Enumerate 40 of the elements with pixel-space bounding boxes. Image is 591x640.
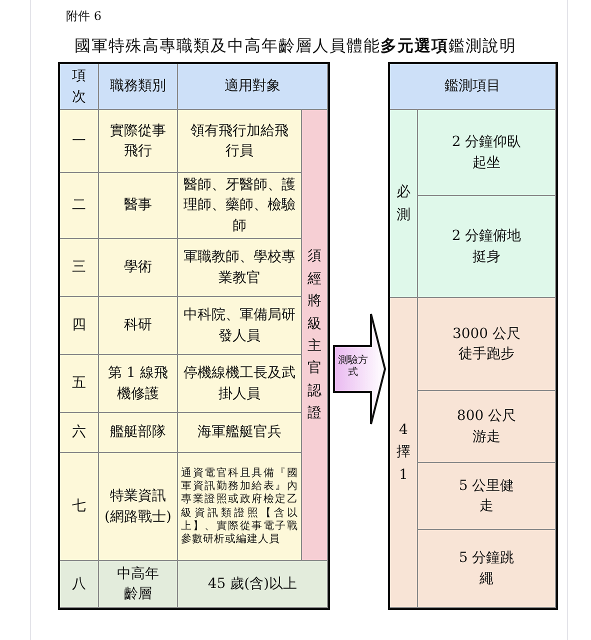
test-item-cell: 800 公尺游走 (418, 391, 556, 463)
category-cell: 實際從事飛行 (99, 110, 178, 173)
target-cell: 醫師、牙醫師、護理師、藥師、檢驗師 (178, 173, 302, 239)
header-cell: 鑑測項目 (390, 64, 556, 110)
row-number: 七 (60, 453, 99, 561)
row-number: 二 (60, 173, 99, 239)
category-cell: 中高年齡層 (99, 561, 178, 608)
test-item-cell: 3000 公尺徒手跑步 (418, 298, 556, 391)
category-cell: 特業資訊(網路戰士) (99, 453, 178, 561)
header-cell: 職務類別 (99, 64, 178, 110)
category-cell: 醫事 (99, 173, 178, 239)
target-cell: 軍職教師、學校專業教官 (178, 239, 302, 297)
row-number: 四 (60, 297, 99, 355)
target-cell: 45 歲(含)以上 (178, 561, 328, 608)
row-number: 一 (60, 110, 99, 173)
page-title: 國軍特殊高專職類及中高年齡層人員體能多元選項鑑測說明 (74, 36, 518, 57)
test-item-cell: 2 分鐘仰臥起坐 (418, 110, 556, 196)
test-item-cell: 5 分鐘跳繩 (418, 530, 556, 608)
target-cell: 停機線機工長及武掛人員 (178, 355, 302, 413)
category-cell: 科研 (99, 297, 178, 355)
row-number: 六 (60, 413, 99, 453)
header-cell: 適用對象 (178, 64, 328, 110)
note-cell: 須經將級主官認證 (302, 110, 328, 561)
attachment-label: 附件 6 (66, 8, 102, 25)
category-cell: 艦艇部隊 (99, 413, 178, 453)
target-cell: 通資電官科且具備『國軍資訊勤務加給表』內專業證照或政府檢定乙級資訊類證照【含以上】、實際從事電子戰參數研析或編建人員 (178, 453, 302, 561)
header-cell: 項次 (60, 64, 99, 110)
row-number: 五 (60, 355, 99, 413)
target-cell: 中科院、軍備局研發人員 (178, 297, 302, 355)
test-item-cell: 5 公里健走 (418, 463, 556, 530)
row-number: 三 (60, 239, 99, 297)
category-cell: 學術 (99, 239, 178, 297)
group-label: 必測 (390, 110, 418, 298)
target-cell: 海軍艦艇官兵 (178, 413, 302, 453)
test-item-cell: 2 分鐘俯地挺身 (418, 196, 556, 298)
category-cell: 第 1 線飛機修護 (99, 355, 178, 413)
group-label: 4擇1 (390, 298, 418, 608)
row-number: 八 (60, 561, 99, 608)
target-cell: 領有飛行加給飛行員 (178, 110, 302, 173)
arrow-label: 測驗方式 (337, 355, 369, 379)
